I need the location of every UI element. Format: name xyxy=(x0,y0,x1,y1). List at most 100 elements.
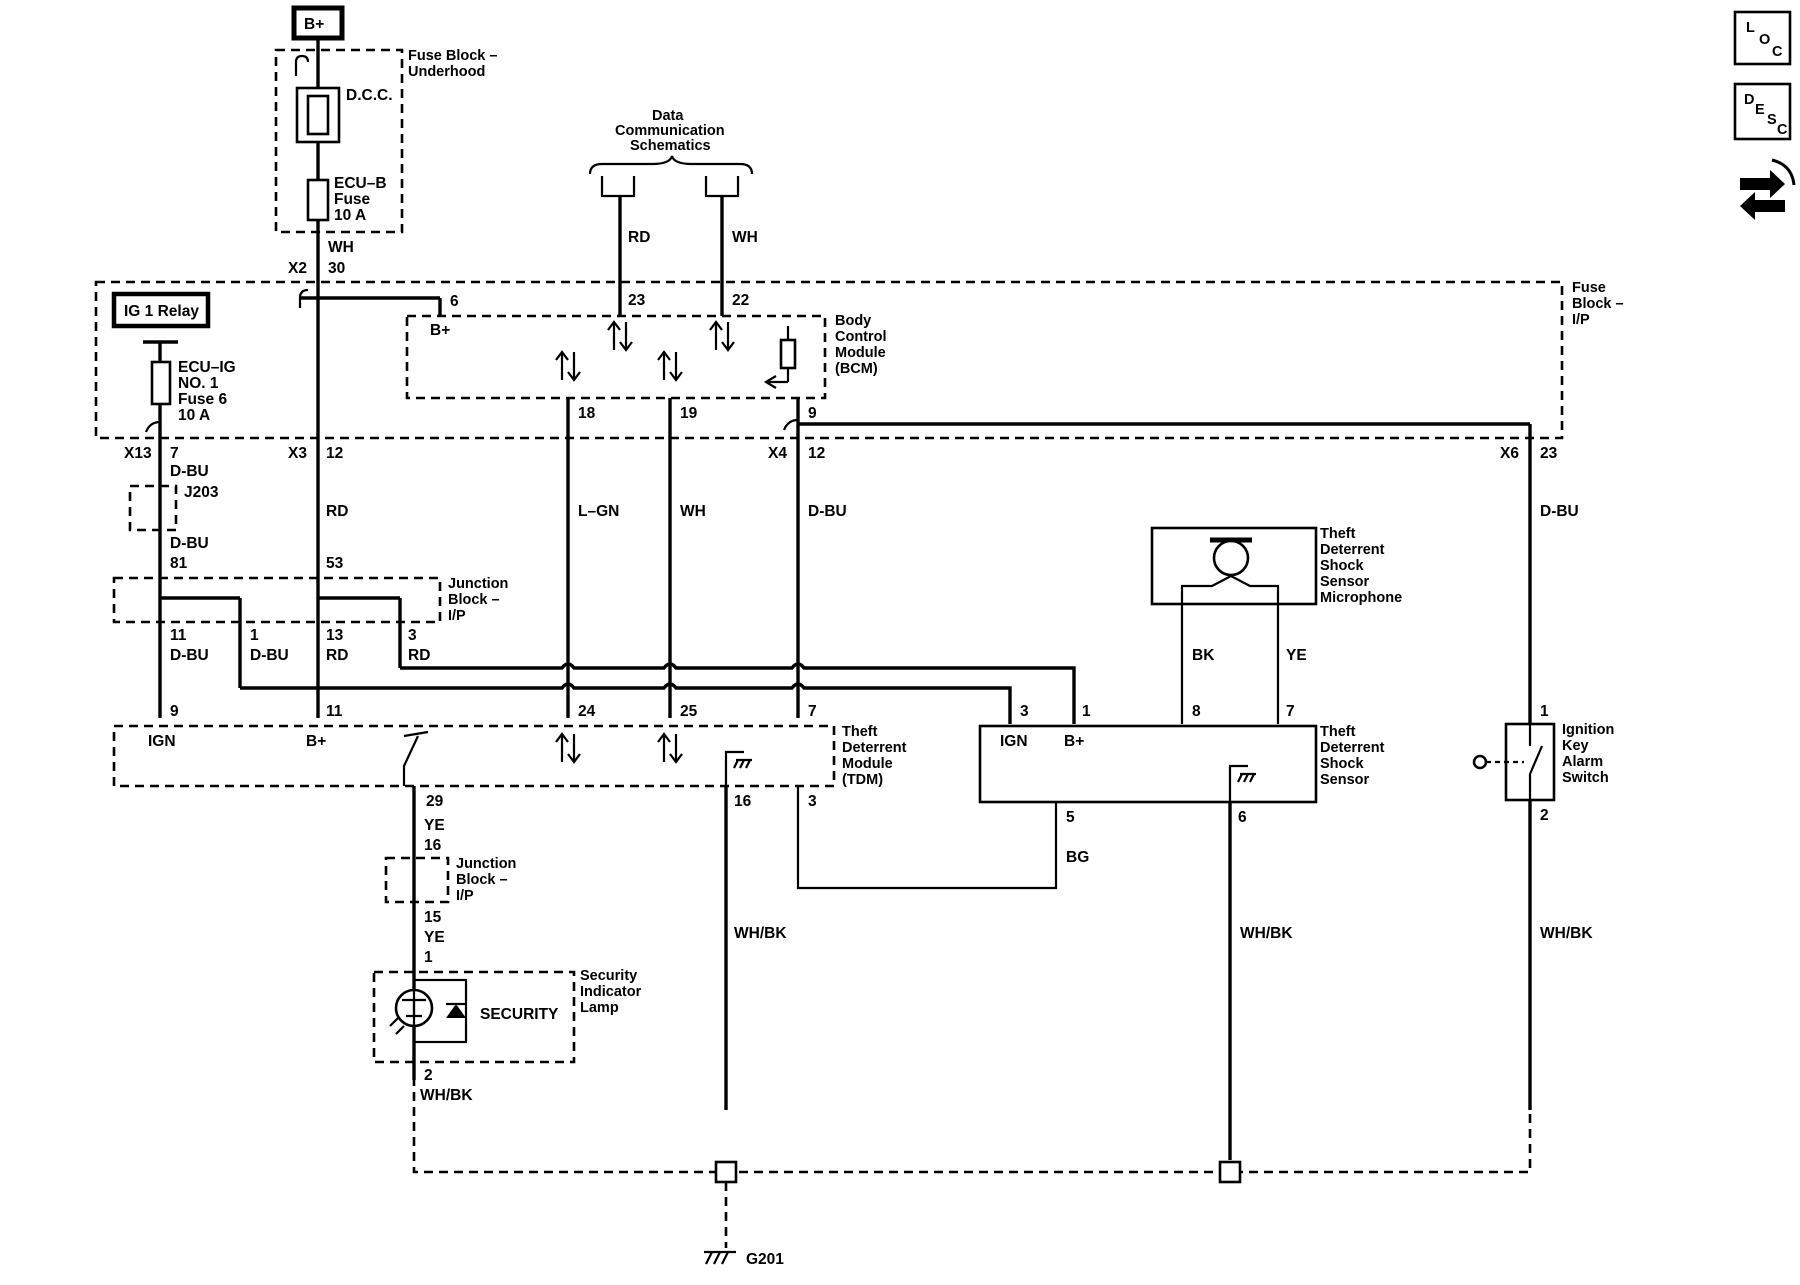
svg-text:I/P: I/P xyxy=(456,888,474,904)
svg-text:6: 6 xyxy=(1238,809,1247,826)
svg-text:YE: YE xyxy=(424,817,445,834)
svg-text:7: 7 xyxy=(1286,703,1295,720)
svg-text:Schematics: Schematics xyxy=(630,138,711,154)
svg-text:Security: Security xyxy=(580,968,637,984)
dcc-fuse-link: D.C.C. xyxy=(295,86,393,144)
svg-text:11: 11 xyxy=(170,627,187,644)
svg-text:BK: BK xyxy=(1192,647,1215,664)
svg-text:B+: B+ xyxy=(430,322,450,339)
svg-text:6: 6 xyxy=(450,293,459,310)
svg-text:7: 7 xyxy=(170,445,179,462)
svg-text:9: 9 xyxy=(808,405,817,422)
svg-text:15: 15 xyxy=(424,909,442,926)
svg-text:Sensor: Sensor xyxy=(1320,772,1370,788)
loc-button[interactable]: L O C xyxy=(1733,10,1792,66)
route-tool-icon[interactable] xyxy=(1740,158,1796,220)
svg-text:10 A: 10 A xyxy=(334,207,366,224)
svg-text:Module: Module xyxy=(842,756,893,772)
svg-text:25: 25 xyxy=(680,703,698,720)
svg-text:23: 23 xyxy=(1540,445,1558,462)
data-communication-ref: Data Communication Schematics xyxy=(588,108,754,175)
shock-sensor-microphone: Theft Deterrent Shock Sensor Microphone xyxy=(1150,526,1402,606)
fuse-block-underhood: Fuse Block – Underhood xyxy=(274,48,497,234)
svg-text:IGN: IGN xyxy=(1000,733,1028,750)
svg-text:D-BU: D-BU xyxy=(170,463,209,480)
output-arrow-icon xyxy=(763,375,788,389)
svg-text:WH/BK: WH/BK xyxy=(734,925,787,942)
svg-text:RD: RD xyxy=(326,503,348,520)
svg-text:B+: B+ xyxy=(304,16,324,33)
svg-text:Module: Module xyxy=(835,345,886,361)
body-control-module: Body Control Module (BCM) B+ xyxy=(405,313,887,400)
svg-text:Theft: Theft xyxy=(1320,526,1356,542)
svg-text:1: 1 xyxy=(1082,703,1091,720)
svg-text:Deterrent: Deterrent xyxy=(842,740,907,756)
svg-text:Junction: Junction xyxy=(448,576,508,592)
theft-deterrent-shock-sensor: IGN B+ Theft Deterrent Shock Sensor xyxy=(978,724,1385,804)
svg-text:Fuse Block –: Fuse Block – xyxy=(408,48,497,64)
svg-text:22: 22 xyxy=(732,292,749,309)
svg-text:19: 19 xyxy=(680,405,698,422)
svg-text:B+: B+ xyxy=(306,733,326,750)
svg-text:16: 16 xyxy=(424,837,442,854)
svg-text:Control: Control xyxy=(835,329,887,345)
desc-letter-s: S xyxy=(1767,112,1777,128)
svg-text:D-BU: D-BU xyxy=(250,647,289,664)
svg-text:Ignition: Ignition xyxy=(1562,722,1614,738)
ecu-ig-fuse: ECU–IG NO. 1 Fuse 6 10 A xyxy=(150,359,236,424)
svg-text:29: 29 xyxy=(426,793,444,810)
svg-text:WH/BK: WH/BK xyxy=(420,1087,473,1104)
svg-text:J203: J203 xyxy=(184,484,219,501)
svg-text:9: 9 xyxy=(170,703,179,720)
svg-text:G201: G201 xyxy=(746,1251,784,1268)
svg-text:SECURITY: SECURITY xyxy=(480,1006,559,1023)
svg-text:RD: RD xyxy=(326,647,348,664)
svg-text:Fuse 6: Fuse 6 xyxy=(178,391,227,408)
svg-text:2: 2 xyxy=(424,1067,433,1084)
svg-text:Block –: Block – xyxy=(456,872,508,888)
svg-text:X13: X13 xyxy=(124,445,152,462)
svg-text:D-BU: D-BU xyxy=(808,503,847,520)
svg-text:Block –: Block – xyxy=(448,592,500,608)
svg-text:D-BU: D-BU xyxy=(170,647,209,664)
svg-text:B+: B+ xyxy=(1064,733,1084,750)
ecu-b-fuse: ECU–B Fuse 10 A xyxy=(306,175,387,224)
svg-text:3: 3 xyxy=(1020,703,1029,720)
ground-splice xyxy=(714,1160,1242,1184)
desc-letter-d: D xyxy=(1744,92,1754,108)
svg-text:RD: RD xyxy=(628,229,650,246)
svg-text:2: 2 xyxy=(1540,807,1549,824)
svg-text:Lamp: Lamp xyxy=(580,1000,619,1016)
svg-text:X4: X4 xyxy=(768,445,787,462)
svg-text:Communication: Communication xyxy=(615,123,725,139)
svg-text:(TDM): (TDM) xyxy=(842,772,883,788)
svg-text:WH: WH xyxy=(680,503,706,520)
svg-text:D-BU: D-BU xyxy=(170,535,209,552)
svg-text:Key: Key xyxy=(1562,738,1589,754)
svg-text:Deterrent: Deterrent xyxy=(1320,542,1385,558)
theft-deterrent-module: IGN B+ Theft Deterrent Module (TDM) xyxy=(112,724,907,788)
svg-text:IGN: IGN xyxy=(148,733,176,750)
security-indicator-lamp: SECURITY Security Indicator Lamp xyxy=(372,968,642,1064)
desc-letter-e: E xyxy=(1755,102,1765,118)
svg-text:16: 16 xyxy=(734,793,752,810)
svg-text:I/P: I/P xyxy=(448,608,466,624)
svg-text:11: 11 xyxy=(326,703,343,720)
svg-text:Shock: Shock xyxy=(1320,756,1364,772)
svg-text:YE: YE xyxy=(424,929,445,946)
svg-text:WH: WH xyxy=(732,229,758,246)
svg-text:81: 81 xyxy=(170,555,188,572)
svg-text:24: 24 xyxy=(578,703,596,720)
svg-text:12: 12 xyxy=(808,445,825,462)
svg-text:Underhood: Underhood xyxy=(408,64,485,80)
svg-text:I/P: I/P xyxy=(1572,312,1590,328)
desc-button[interactable]: D E S C xyxy=(1733,82,1792,141)
svg-text:8: 8 xyxy=(1192,703,1201,720)
svg-text:5: 5 xyxy=(1066,809,1075,826)
svg-text:1: 1 xyxy=(250,627,259,644)
svg-text:Microphone: Microphone xyxy=(1320,590,1402,606)
svg-text:Shock: Shock xyxy=(1320,558,1364,574)
svg-text:X3: X3 xyxy=(288,445,307,462)
svg-text:(BCM): (BCM) xyxy=(835,361,878,377)
bidirectional-arrow-icon xyxy=(555,320,735,382)
